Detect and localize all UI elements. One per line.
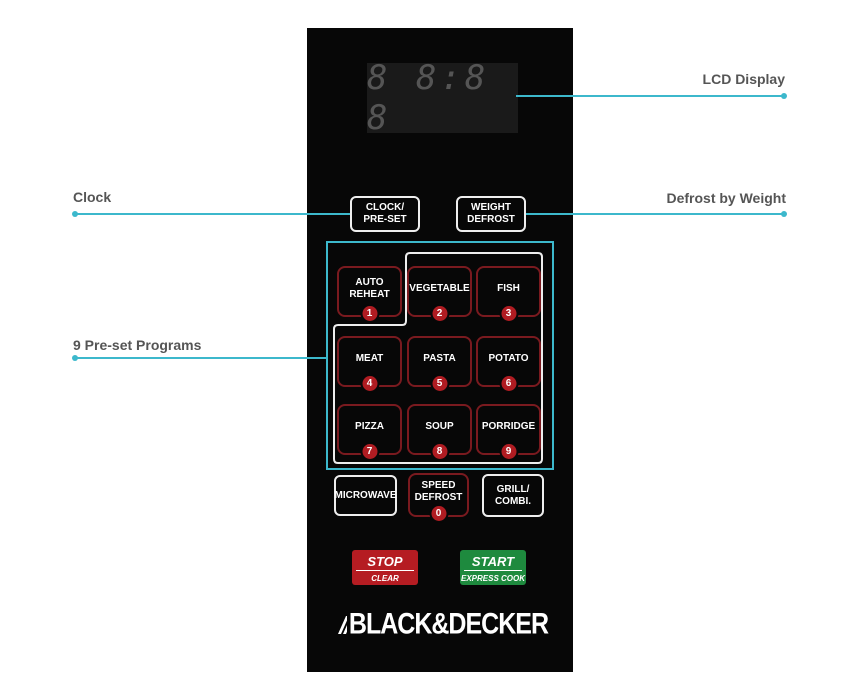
microwave-button[interactable]: MICROWAVE — [334, 475, 397, 516]
program-label: POTATO — [488, 352, 529, 364]
grill-combi-button[interactable]: GRILL/ COMBI. — [482, 474, 544, 517]
program-label: PIZZA — [355, 420, 384, 432]
program-button-7[interactable]: PIZZA 7 — [337, 404, 402, 461]
control-panel — [307, 28, 573, 672]
program-number: 7 — [360, 442, 379, 461]
program-label: AUTO REHEAT — [349, 276, 390, 300]
program-number: 6 — [499, 374, 518, 393]
callout-defrost-label: Defrost by Weight — [666, 190, 786, 206]
callout-defrost-line — [524, 213, 784, 215]
brand-logo-icon — [338, 616, 347, 634]
programs-highlight-box — [326, 241, 554, 470]
program-button-9[interactable]: PORRIDGE 9 — [476, 404, 541, 461]
program-number: 1 — [360, 304, 379, 323]
speed-defrost-label: SPEED DEFROST — [414, 480, 463, 503]
program-number: 4 — [360, 374, 379, 393]
callout-clock-label: Clock — [73, 189, 112, 205]
start-express-button[interactable]: START EXPRESS COOK — [460, 550, 526, 585]
clear-label: CLEAR — [371, 574, 399, 583]
program-button-5[interactable]: PASTA 5 — [407, 336, 472, 393]
program-number: 8 — [430, 442, 449, 461]
program-number: 5 — [430, 374, 449, 393]
speed-defrost-number: 0 — [429, 504, 448, 523]
program-button-3[interactable]: FISH 3 — [476, 266, 541, 323]
clock-preset-button[interactable]: CLOCK/ PRE-SET — [350, 196, 420, 232]
program-label: MEAT — [355, 352, 384, 364]
brand-logo: BLACK&DECKER — [336, 606, 549, 641]
lcd-display: 8 8:8 8 — [367, 58, 518, 138]
callout-programs-line — [75, 357, 327, 359]
weight-defrost-button[interactable]: WEIGHT DEFROST — [456, 196, 526, 232]
callout-clock-dot — [72, 211, 78, 217]
express-cook-label: EXPRESS COOK — [460, 574, 525, 583]
program-number: 3 — [499, 304, 518, 323]
callout-lcd-dot — [781, 93, 787, 99]
program-label: PASTA — [423, 352, 456, 364]
callout-defrost-dot — [781, 211, 787, 217]
start-label: START — [464, 550, 522, 571]
program-button-2[interactable]: VEGETABLE 2 — [407, 266, 472, 323]
brand-name: BLACK&DECKER — [348, 606, 549, 641]
callout-programs-dot — [72, 355, 78, 361]
stop-label: STOP — [356, 550, 414, 571]
callout-clock-line — [75, 213, 352, 215]
programs-outline — [333, 252, 543, 464]
program-label: PORRIDGE — [481, 420, 536, 432]
program-button-6[interactable]: POTATO 6 — [476, 336, 541, 393]
program-button-1[interactable]: AUTO REHEAT 1 — [337, 266, 402, 323]
program-number: 2 — [430, 304, 449, 323]
program-label: FISH — [497, 282, 520, 294]
program-button-8[interactable]: SOUP 8 — [407, 404, 472, 461]
program-label: VEGETABLE — [409, 282, 470, 294]
stop-clear-button[interactable]: STOP CLEAR — [352, 550, 418, 585]
callout-lcd-label: LCD Display — [702, 71, 785, 87]
callout-programs-label: 9 Pre-set Programs — [73, 337, 202, 353]
program-number: 9 — [499, 442, 518, 461]
callout-lcd-line — [516, 95, 784, 97]
program-button-4[interactable]: MEAT 4 — [337, 336, 402, 393]
program-label: SOUP — [425, 420, 454, 432]
